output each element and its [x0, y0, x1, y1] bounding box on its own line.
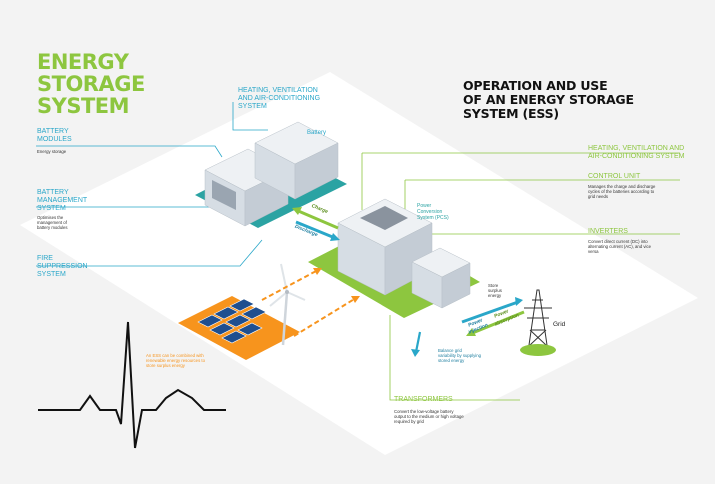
- hvac-top-label-1: HEATING, VENTILATION: [238, 87, 318, 94]
- inverters-desc-3: versa: [588, 249, 599, 254]
- transformers-desc-1: Convert the low-voltage battery: [394, 409, 454, 414]
- wind-turbine: [269, 263, 306, 346]
- transformers-title: TRANSFORMERS: [394, 396, 453, 403]
- bms-label-3: SYSTEM: [37, 205, 66, 212]
- heartbeat-line: [38, 321, 226, 449]
- renewables-arrows: [261, 269, 357, 337]
- renewables-arrowhead-2: [351, 296, 360, 303]
- pcs-label-1: Power: [417, 203, 432, 209]
- hvac-right-label-1: HEATING, VENTILATION AND: [588, 145, 685, 152]
- fire-label-2: SUPPRESSION: [37, 263, 88, 270]
- store-label-3: energy: [488, 293, 502, 298]
- pylon-pad: [520, 344, 556, 356]
- right-title-line-3: SYSTEM (ESS): [463, 106, 559, 121]
- balance-label-2: variability by supplying: [438, 353, 481, 358]
- bms-label-2: MANAGEMENT: [37, 197, 88, 204]
- control-unit-desc-1: Manages the charge and discharge: [588, 184, 656, 189]
- grid-label: Grid: [553, 321, 566, 328]
- hvac-right-label-2: AIR-CONDITIONING SYSTEM: [588, 153, 685, 160]
- title-line-1: ENERGY: [37, 50, 129, 74]
- pcs-label-2: Conversion: [417, 209, 443, 215]
- transformers-desc-2: output to the medium or high voltage: [394, 414, 464, 419]
- pcs-building: [337, 198, 433, 296]
- fire-label-1: FIRE: [37, 255, 53, 262]
- renewables-label-3: store surplus energy: [146, 363, 185, 368]
- right-title-line-1: OPERATION AND USE: [463, 78, 608, 93]
- inverters-title: INVERTERS: [588, 228, 628, 235]
- transformer-box: [411, 247, 471, 309]
- hvac-top-label-3: SYSTEM: [238, 103, 267, 110]
- bms-desc-2: management of: [37, 220, 67, 225]
- transformers-desc-3: required by grid: [394, 419, 424, 424]
- renewables-label-1: An ESS can be combined with: [146, 353, 204, 358]
- grid-arrows: [411, 297, 525, 357]
- control-unit-title: CONTROL UNIT: [588, 173, 641, 180]
- hvac-top-label-2: AND AIR-CONDITIONING: [238, 95, 321, 102]
- battery-modules-label-1: BATTERY: [37, 128, 69, 135]
- bms-desc-1: Optimises the: [37, 215, 64, 220]
- pcs-label-3: System (PCS): [417, 215, 449, 221]
- battery-label: Battery: [307, 130, 327, 136]
- store-label-1: Store: [488, 283, 499, 288]
- charge-discharge-arrows: [292, 207, 340, 241]
- fire-label-3: SYSTEM: [37, 271, 66, 278]
- right-title-line-2: OF AN ENERGY STORAGE: [463, 92, 634, 107]
- renewables-pad: [178, 296, 300, 360]
- solar-panels: [197, 298, 267, 344]
- battery-modules-label-2: MODULES: [37, 136, 72, 143]
- battery-modules-desc: Energy storage: [37, 149, 67, 154]
- balance-label-1: Balance grid: [438, 348, 462, 353]
- bms-label-1: BATTERY: [37, 189, 69, 196]
- inverters-desc-1: Convert direct current (DC) into: [588, 239, 648, 244]
- renewables-label-2: renewable energy resources to: [146, 358, 205, 363]
- control-unit-desc-2: cycles of the batteries according to: [588, 189, 655, 194]
- battery-container-back: [254, 121, 339, 200]
- store-label-2: surplus: [488, 288, 502, 293]
- title-line-3: SYSTEM: [37, 94, 130, 118]
- renewables-arrowhead-1: [313, 268, 322, 275]
- title-line-2: STORAGE: [37, 72, 145, 96]
- inverters-desc-2: alternating current (AC), and vice: [588, 244, 652, 249]
- bms-desc-3: battery modules: [37, 225, 68, 230]
- control-unit-desc-3: grid needs: [588, 194, 609, 199]
- balance-label-3: stored energy: [438, 358, 465, 363]
